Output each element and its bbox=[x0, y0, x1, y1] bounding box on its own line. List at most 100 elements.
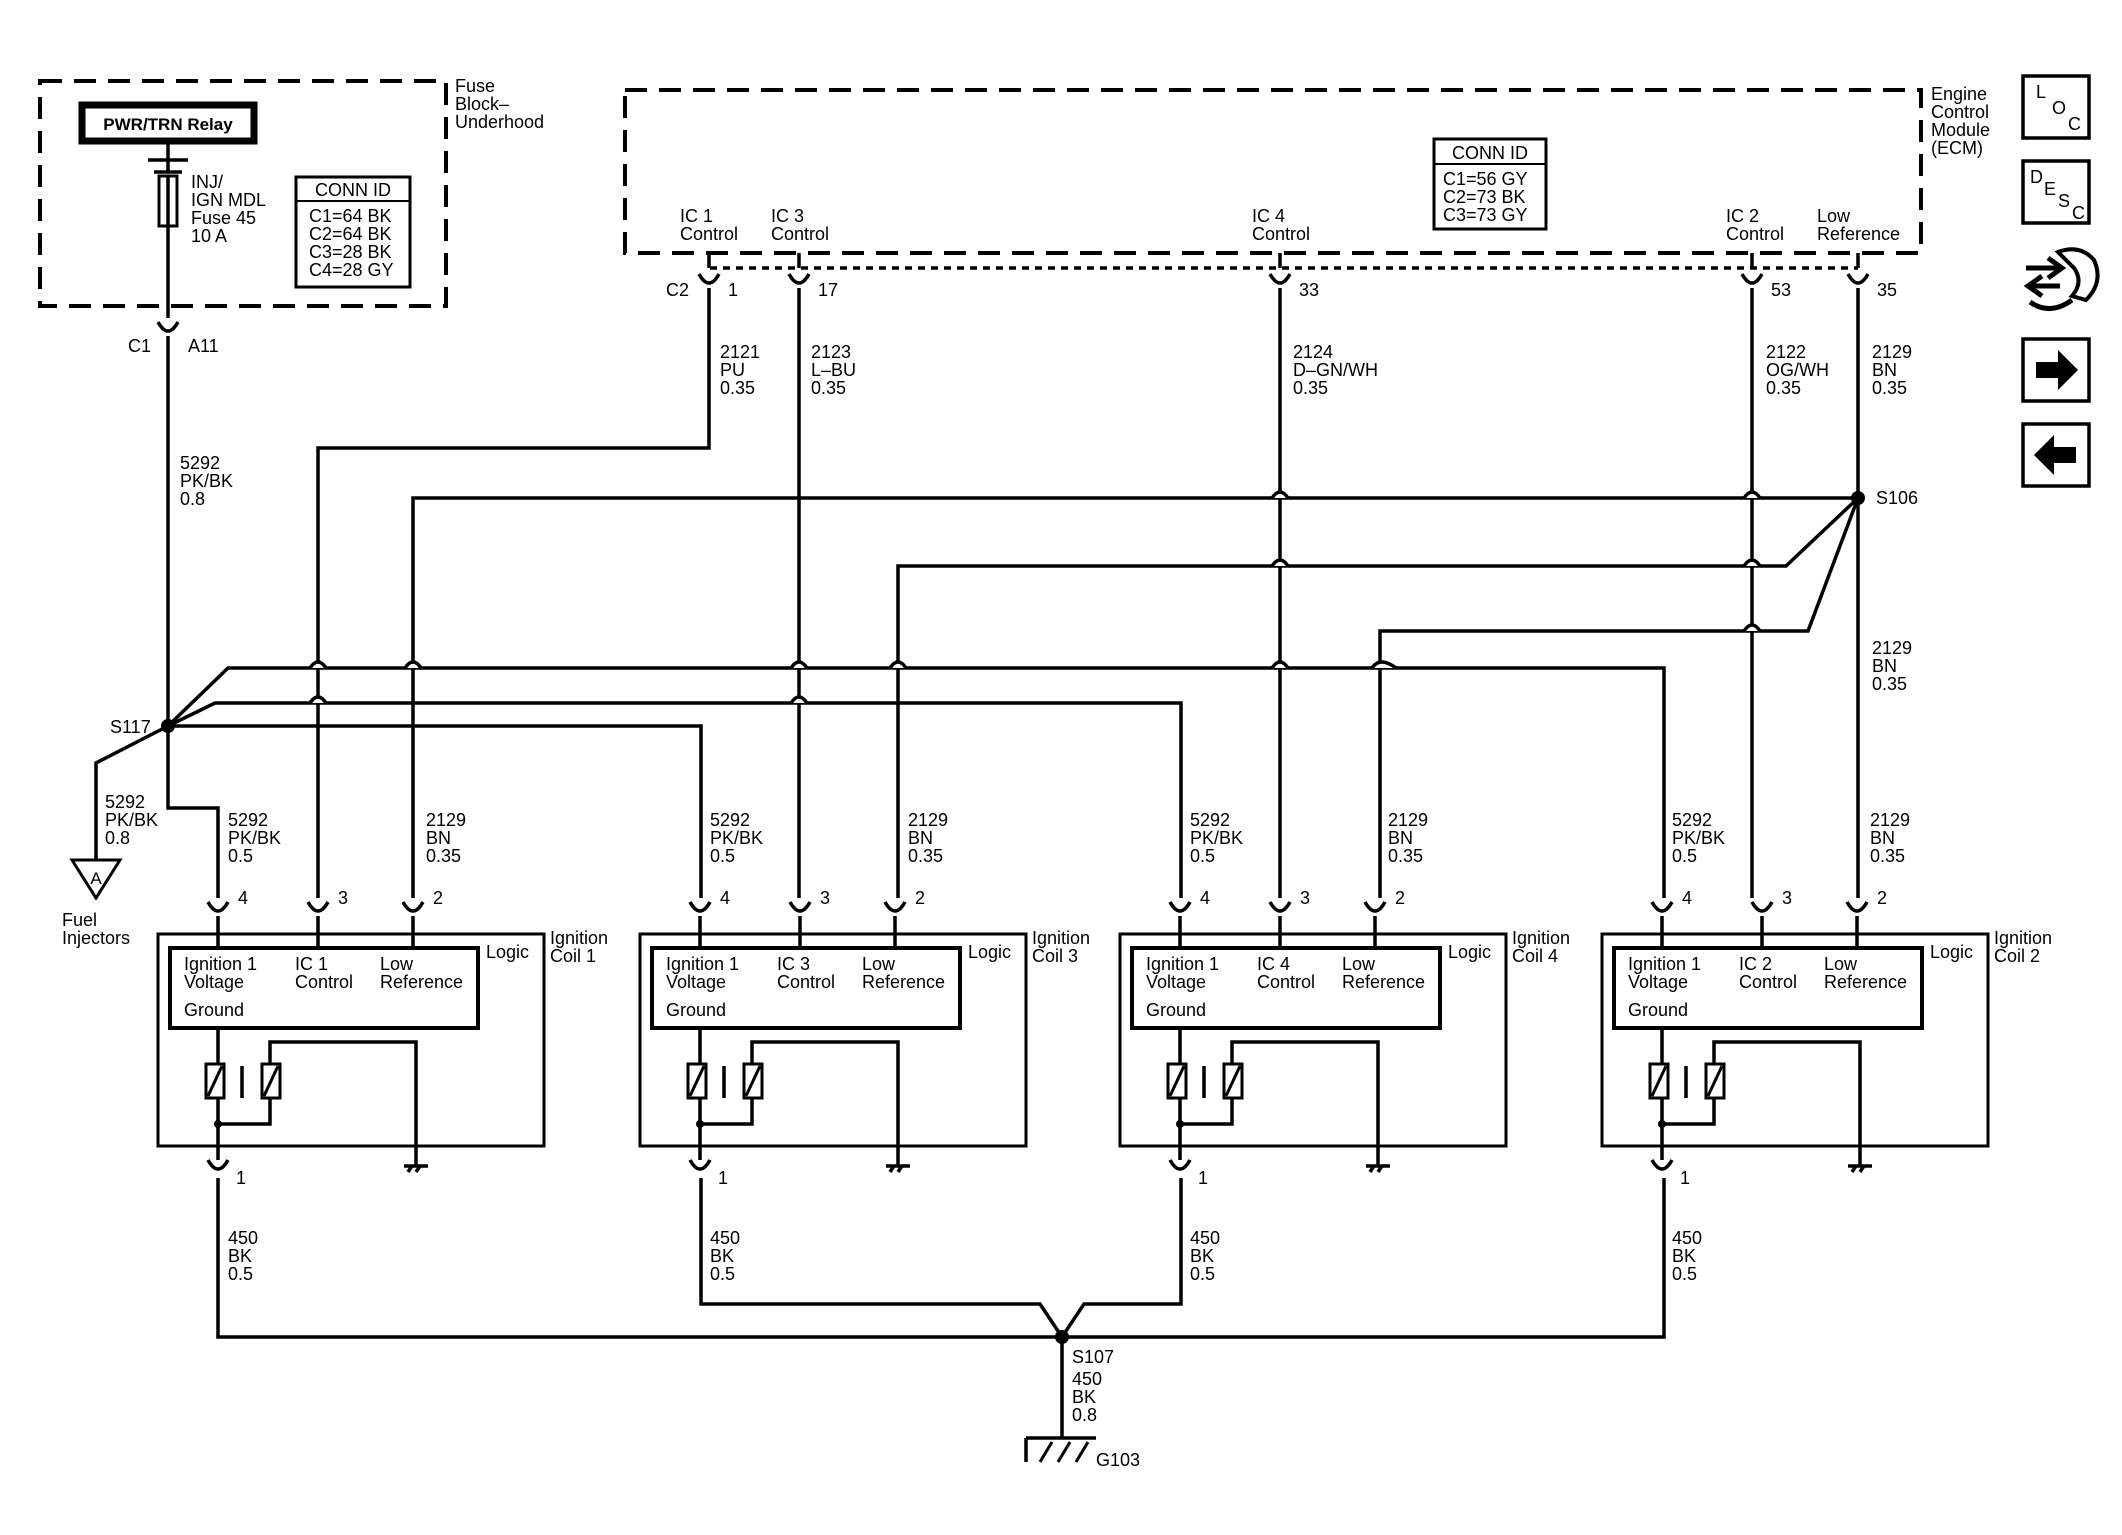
svg-text:Ground: Ground bbox=[666, 1000, 726, 1020]
connector-view-icon[interactable] bbox=[2023, 247, 2100, 311]
svg-text:C3=73 GY: C3=73 GY bbox=[1443, 205, 1528, 225]
coil-pin-cup bbox=[1650, 900, 1674, 913]
svg-text:Logic: Logic bbox=[968, 942, 1011, 962]
svg-text:Logic: Logic bbox=[486, 942, 529, 962]
coil-housing bbox=[156, 932, 546, 1148]
coil-pin-cup bbox=[206, 900, 230, 913]
svg-text:Low: Low bbox=[1817, 206, 1851, 226]
svg-text:0.35: 0.35 bbox=[426, 846, 461, 866]
fuse-connector-pin: A11 bbox=[188, 336, 219, 356]
svg-text:Reference: Reference bbox=[1817, 224, 1900, 244]
svg-text:Voltage: Voltage bbox=[184, 972, 244, 992]
chassis-ground-icon bbox=[1366, 1164, 1390, 1173]
svg-text:BK: BK bbox=[1672, 1246, 1696, 1266]
svg-text:C: C bbox=[2072, 203, 2085, 223]
chassis-ground-icon bbox=[886, 1164, 910, 1173]
svg-text:450: 450 bbox=[228, 1228, 258, 1248]
svg-text:2129: 2129 bbox=[1870, 810, 1910, 830]
loc-button[interactable]: L O C bbox=[2021, 74, 2091, 140]
svg-text:BK: BK bbox=[710, 1246, 734, 1266]
next-page-button[interactable] bbox=[2021, 337, 2091, 403]
svg-text:Control: Control bbox=[777, 972, 835, 992]
svg-text:1: 1 bbox=[236, 1168, 246, 1188]
svg-text:C1=64 BK: C1=64 BK bbox=[309, 206, 392, 226]
svg-text:PU: PU bbox=[720, 360, 745, 380]
svg-text:5292: 5292 bbox=[228, 810, 268, 830]
svg-text:Voltage: Voltage bbox=[1146, 972, 1206, 992]
fuse-label-1: INJ/ bbox=[191, 172, 223, 192]
svg-text:4: 4 bbox=[238, 888, 248, 908]
splice-s107 bbox=[1055, 1330, 1069, 1344]
svg-text:Engine: Engine bbox=[1931, 84, 1987, 104]
svg-text:450: 450 bbox=[1190, 1228, 1220, 1248]
coil-pin-cup bbox=[1268, 900, 1292, 913]
ecm-pin-cups bbox=[697, 272, 1870, 285]
svg-text:BN: BN bbox=[1872, 360, 1897, 380]
svg-text:Control: Control bbox=[1726, 224, 1784, 244]
svg-text:5292: 5292 bbox=[1190, 810, 1230, 830]
fuse-block-underhood: Fuse Block– Underhood PWR/TRN Relay INJ/… bbox=[38, 76, 544, 356]
coil-ground-pin-cup bbox=[206, 1158, 230, 1171]
coil-pin-cup bbox=[1168, 900, 1192, 913]
svg-text:IC 2: IC 2 bbox=[1726, 206, 1759, 226]
coil-ground-pin-cup bbox=[1650, 1158, 1674, 1171]
svg-text:Logic: Logic bbox=[1930, 942, 1973, 962]
coil-ground-pin-cup bbox=[688, 1158, 712, 1171]
svg-text:C2=73 BK: C2=73 BK bbox=[1443, 187, 1526, 207]
splice-s117 bbox=[161, 719, 175, 733]
desc-button[interactable]: D E S C bbox=[2021, 159, 2091, 225]
svg-text:PK/BK: PK/BK bbox=[710, 828, 763, 848]
svg-text:4: 4 bbox=[720, 888, 730, 908]
svg-text:0.35: 0.35 bbox=[1872, 378, 1907, 398]
svg-text:Reference: Reference bbox=[862, 972, 945, 992]
svg-text:0.5: 0.5 bbox=[710, 1264, 735, 1284]
svg-text:2129: 2129 bbox=[1872, 342, 1912, 362]
svg-text:Low: Low bbox=[1342, 954, 1376, 974]
fuse-block-title-2: Block– bbox=[455, 94, 509, 114]
svg-text:2: 2 bbox=[915, 888, 925, 908]
svg-text:0.8: 0.8 bbox=[180, 489, 205, 509]
svg-text:IC 4: IC 4 bbox=[1252, 206, 1285, 226]
svg-text:C: C bbox=[2068, 114, 2081, 134]
svg-text:D–GN/WH: D–GN/WH bbox=[1293, 360, 1378, 380]
coil-housing bbox=[1600, 932, 1990, 1148]
svg-text:450: 450 bbox=[1672, 1228, 1702, 1248]
svg-text:0.8: 0.8 bbox=[1072, 1405, 1097, 1425]
svg-text:3: 3 bbox=[1782, 888, 1792, 908]
svg-text:Reference: Reference bbox=[380, 972, 463, 992]
engine-control-module: Engine Control Module (ECM) CONN ID C1=5… bbox=[623, 84, 1990, 300]
svg-text:Ignition 1: Ignition 1 bbox=[184, 954, 257, 974]
svg-text:3: 3 bbox=[1300, 888, 1310, 908]
svg-text:450: 450 bbox=[1072, 1369, 1102, 1389]
svg-text:Ground: Ground bbox=[1146, 1000, 1206, 1020]
svg-text:G103: G103 bbox=[1096, 1450, 1140, 1470]
coil-housing bbox=[1118, 932, 1508, 1148]
svg-text:0.35: 0.35 bbox=[1870, 846, 1905, 866]
svg-text:2129: 2129 bbox=[426, 810, 466, 830]
chassis-ground-icon bbox=[404, 1164, 428, 1173]
svg-text:1: 1 bbox=[718, 1168, 728, 1188]
svg-text:IC 4: IC 4 bbox=[1257, 954, 1290, 974]
svg-text:4: 4 bbox=[1682, 888, 1692, 908]
svg-text:S106: S106 bbox=[1876, 488, 1918, 508]
svg-text:OG/WH: OG/WH bbox=[1766, 360, 1829, 380]
svg-text:O: O bbox=[2052, 98, 2066, 118]
ground-g103-icon bbox=[1024, 1436, 1096, 1463]
fuse-connector-name: C1 bbox=[128, 336, 151, 356]
svg-text:0.5: 0.5 bbox=[1190, 1264, 1215, 1284]
svg-text:C2=64 BK: C2=64 BK bbox=[309, 224, 392, 244]
svg-text:Reference: Reference bbox=[1342, 972, 1425, 992]
svg-text:0.5: 0.5 bbox=[228, 846, 253, 866]
svg-text:S117: S117 bbox=[110, 717, 151, 737]
svg-text:S107: S107 bbox=[1072, 1347, 1114, 1367]
svg-text:53: 53 bbox=[1771, 280, 1791, 300]
svg-text:Ignition: Ignition bbox=[1512, 928, 1570, 948]
previous-page-button[interactable] bbox=[2021, 422, 2091, 488]
svg-text:2129: 2129 bbox=[1872, 638, 1912, 658]
svg-text:S: S bbox=[2058, 191, 2070, 211]
fuse-block-title-3: Underhood bbox=[455, 112, 544, 132]
